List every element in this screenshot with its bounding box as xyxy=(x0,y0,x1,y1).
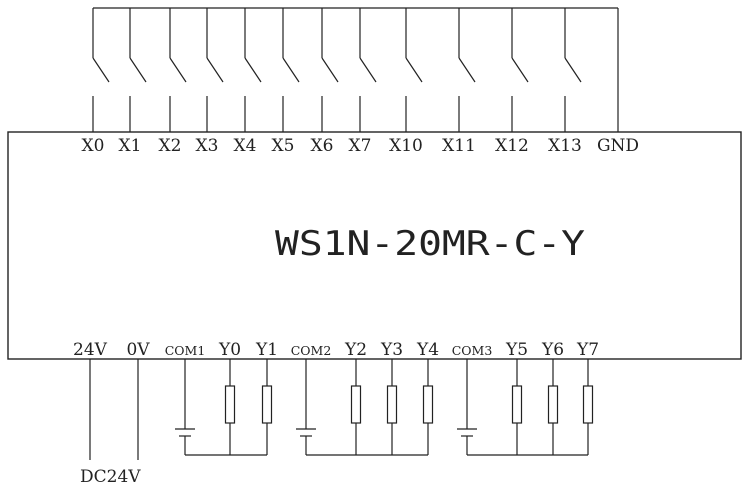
terminal-label-x13: X13 xyxy=(548,136,582,156)
switch-blade-x7 xyxy=(359,57,377,83)
model-label: WS1N-20MR-C-Y xyxy=(275,224,585,264)
terminal-label-x1: X1 xyxy=(119,136,142,156)
terminal-label-x2: X2 xyxy=(159,136,182,156)
terminal-label-com2: COM2 xyxy=(291,343,332,358)
load-y2-resistor xyxy=(350,385,362,424)
load-y1-resistor xyxy=(261,385,273,424)
terminal-label-y5: Y5 xyxy=(505,340,528,360)
terminal-label-x12: X12 xyxy=(495,136,529,156)
input-switch-group xyxy=(92,7,619,132)
input-terminal-labels: X0 X1 X2 X3 X4 X5 X6 X7 X10 X11 X12 X13 … xyxy=(82,136,640,156)
switch-blade-x4 xyxy=(244,57,262,83)
terminal-label-com3: COM3 xyxy=(452,343,493,358)
switch-blade-x12 xyxy=(511,57,529,83)
terminal-label-y2: Y2 xyxy=(344,340,367,360)
output-wiring-group xyxy=(89,359,594,460)
switch-blade-x5 xyxy=(282,57,300,83)
switch-blade-x13 xyxy=(564,57,582,83)
terminal-label-x0: X0 xyxy=(82,136,105,156)
terminal-label-x11: X11 xyxy=(442,136,476,156)
terminal-label-24v: 24V xyxy=(73,340,108,360)
terminal-label-x4: X4 xyxy=(234,136,257,156)
load-y6-resistor xyxy=(547,385,559,424)
terminal-label-gnd: GND xyxy=(597,136,639,156)
output-terminal-labels: 24V 0V COM1 Y0 Y1 COM2 Y2 Y3 Y4 COM3 Y5 … xyxy=(73,340,599,360)
load-y0-resistor xyxy=(224,385,236,424)
terminal-label-y0: Y0 xyxy=(218,340,241,360)
terminal-label-y3: Y3 xyxy=(380,340,403,360)
terminal-label-x5: X5 xyxy=(272,136,295,156)
load-y3-resistor xyxy=(386,385,398,424)
load-y5-resistor xyxy=(511,385,523,424)
terminal-label-y7: Y7 xyxy=(576,340,599,360)
terminal-label-x3: X3 xyxy=(196,136,219,156)
power-supply-label: DC24V xyxy=(80,467,141,487)
switch-blade-x3 xyxy=(206,57,224,83)
terminal-label-x6: X6 xyxy=(311,136,334,156)
terminal-label-com1: COM1 xyxy=(165,343,206,358)
terminal-label-y4: Y4 xyxy=(416,340,439,360)
switch-blade-x0 xyxy=(92,57,110,83)
switch-blade-x10 xyxy=(405,57,423,83)
terminal-label-0v: 0V xyxy=(126,340,150,360)
terminal-label-x7: X7 xyxy=(349,136,372,156)
load-y7-resistor xyxy=(582,385,594,424)
load-y4-resistor xyxy=(422,385,434,424)
switch-blade-x11 xyxy=(458,57,476,83)
switch-blade-x1 xyxy=(129,57,147,83)
terminal-label-y1: Y1 xyxy=(255,340,278,360)
switch-blade-x6 xyxy=(321,57,339,83)
terminal-label-x10: X10 xyxy=(389,136,423,156)
terminal-label-y6: Y6 xyxy=(541,340,564,360)
switch-blade-x2 xyxy=(169,57,187,83)
plc-body xyxy=(7,131,742,360)
